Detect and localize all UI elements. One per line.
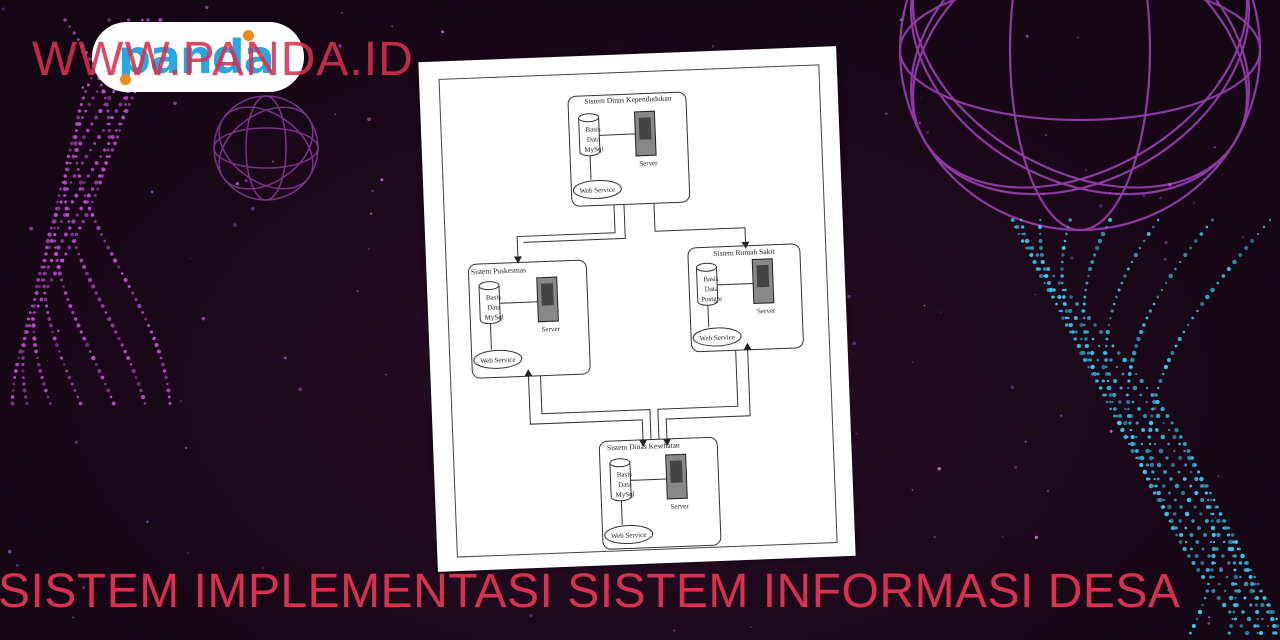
- server-icon: [633, 110, 657, 157]
- web-service-ellipse: [692, 327, 742, 347]
- svg-text:Server: Server: [670, 502, 689, 511]
- node-title: Sistem Rumah Sakit: [713, 247, 775, 258]
- web-service-ellipse: [604, 524, 654, 545]
- svg-text:Web Service: Web Service: [611, 531, 647, 540]
- watermark-text: WWW.PANDA.ID: [32, 33, 414, 86]
- node-rumah-sakit: Sistem Rumah Sakit Basis Data Postgre Se…: [687, 243, 804, 353]
- node-puskesmas: Sistem Puskesmas Basis Data MySql Server…: [467, 259, 591, 379]
- svg-text:Basis: Basis: [703, 275, 719, 284]
- database-icon: [578, 113, 601, 157]
- svg-text:Web Service: Web Service: [480, 356, 516, 365]
- database-icon: [609, 458, 632, 502]
- svg-text:Web Service: Web Service: [699, 333, 735, 342]
- node-title: Sistem Puskesmas: [471, 265, 527, 276]
- architecture-diagram: Sistem Dinas Kependudukan Basis Data MyS…: [418, 46, 856, 572]
- svg-text:Data: Data: [587, 135, 601, 144]
- page-title: SISTEM IMPLEMENTASI SISTEM INFORMASI DES…: [0, 565, 1181, 618]
- svg-text:Basis: Basis: [617, 470, 633, 479]
- node-title: Sistem Dinas Kependudukan: [584, 94, 672, 106]
- svg-text:Web Service: Web Service: [580, 186, 616, 195]
- svg-text:Server: Server: [541, 325, 560, 334]
- svg-text:MySql: MySql: [584, 145, 603, 154]
- node-dinas-kesehatan: Sistem Dinas Kesehatan Basis Data MySql …: [598, 436, 722, 550]
- particle-wave-right: [1010, 217, 1280, 636]
- svg-text:Data: Data: [705, 285, 719, 294]
- node-title: Sistem Dinas Kesehatan: [607, 440, 680, 452]
- server-icon: [536, 276, 559, 323]
- diagram-frame: [438, 64, 838, 558]
- svg-text:MySql: MySql: [485, 313, 504, 322]
- svg-text:Server: Server: [757, 307, 776, 316]
- arrow-heads: [513, 241, 752, 447]
- diagram-canvas: Sistem Dinas Kependudukan Basis Data MyS…: [438, 64, 838, 558]
- wireframe-globe-large: [898, 0, 1262, 232]
- web-service-ellipse: [473, 349, 523, 369]
- svg-text:Data: Data: [487, 303, 501, 312]
- server-icon: [665, 453, 688, 500]
- connector-lines: [516, 203, 751, 440]
- svg-text:Postgre: Postgre: [701, 295, 722, 304]
- svg-text:Server: Server: [639, 159, 658, 168]
- logo-dot-icon: [120, 74, 131, 85]
- wireframe-globe-small: [213, 95, 319, 201]
- node-dinas-kependudukan: Sistem Dinas Kependudukan Basis Data MyS…: [567, 91, 691, 207]
- svg-text:Data: Data: [618, 480, 632, 489]
- database-icon: [695, 262, 719, 306]
- svg-text:Basis: Basis: [585, 125, 601, 134]
- server-icon: [751, 258, 775, 305]
- svg-text:Basis: Basis: [486, 293, 502, 302]
- logo-dot-icon: [243, 30, 254, 41]
- svg-text:MySql: MySql: [615, 490, 634, 499]
- web-service-ellipse: [572, 179, 622, 199]
